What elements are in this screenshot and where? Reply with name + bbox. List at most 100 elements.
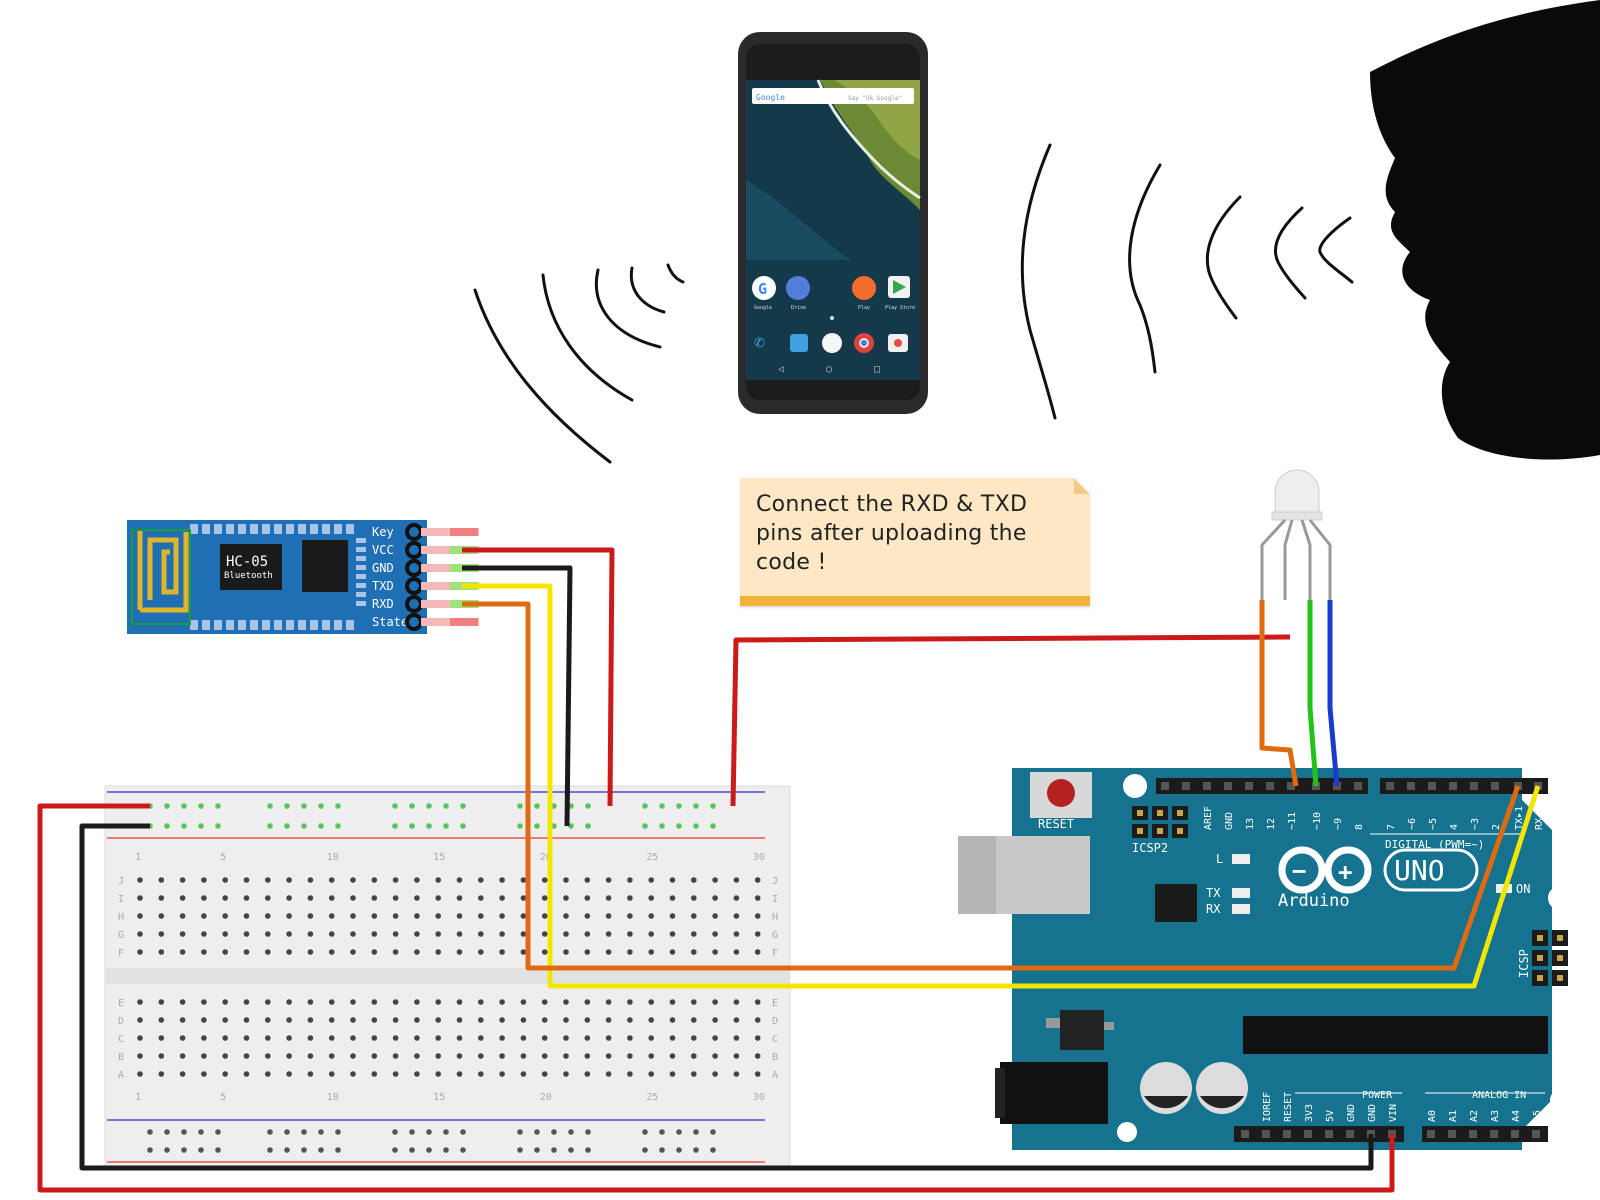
- breadboard-hole: [520, 1053, 527, 1059]
- bluetooth-signal-waves: [473, 263, 685, 464]
- header-pin[interactable]: [1448, 1130, 1456, 1138]
- hc05-pad: [356, 556, 366, 561]
- header-pin[interactable]: [1325, 1130, 1333, 1138]
- breadboard-hole: [265, 999, 271, 1005]
- breadboard-hole: [478, 1071, 484, 1077]
- rail-hole: [301, 823, 307, 829]
- hc05-pad: [214, 524, 222, 534]
- reset-label: RESET: [1038, 817, 1074, 831]
- header-pin[interactable]: [1287, 782, 1295, 790]
- breadboard-row-label: H: [772, 912, 778, 923]
- digital-pin-label: GND: [1224, 812, 1235, 830]
- header-pin[interactable]: [1245, 782, 1253, 790]
- breadboard-hole: [286, 877, 292, 883]
- messages-app-icon[interactable]: [790, 334, 808, 352]
- breadboard-hole: [414, 1071, 420, 1077]
- drive-app-icon[interactable]: [786, 276, 810, 300]
- header-pin[interactable]: [1283, 1130, 1291, 1138]
- breadboard-hole: [691, 931, 697, 937]
- hc05-pad: [356, 565, 366, 570]
- breadboard-hole: [627, 895, 633, 901]
- app-drawer-icon[interactable]: [822, 333, 842, 353]
- header-pin[interactable]: [1532, 1130, 1540, 1138]
- play-app-icon[interactable]: [852, 276, 876, 300]
- power-pin-label: GND: [1346, 1104, 1357, 1122]
- breadboard-hole: [712, 999, 718, 1005]
- breadboard-hole: [563, 949, 569, 955]
- phone-dial-icon[interactable]: ✆: [754, 332, 765, 353]
- breadboard-hole: [350, 1035, 356, 1041]
- header-pin[interactable]: [1161, 782, 1169, 790]
- google-app-icon[interactable]: [752, 276, 776, 300]
- header-pin[interactable]: [1182, 782, 1190, 790]
- breadboard-hole: [563, 1035, 569, 1041]
- header-pin[interactable]: [1491, 782, 1499, 790]
- header-pin[interactable]: [1470, 782, 1478, 790]
- rail-hole: [181, 1129, 187, 1135]
- breadboard-hole: [307, 999, 314, 1005]
- breadboard-hole: [478, 949, 484, 955]
- breadboard-hole: [392, 1053, 399, 1059]
- digital-pin-label: ~6: [1407, 818, 1418, 830]
- header-pin[interactable]: [1262, 1130, 1270, 1138]
- nav-recents-icon[interactable]: □: [874, 364, 880, 375]
- breadboard-hole: [265, 1053, 271, 1059]
- hc05-pad: [238, 524, 246, 534]
- breadboard-hole: [605, 999, 612, 1005]
- breadboard-hole: [691, 1053, 697, 1059]
- header-pin[interactable]: [1428, 782, 1436, 790]
- header-pin[interactable]: [1224, 782, 1232, 790]
- breadboard-hole: [328, 999, 335, 1005]
- header-pin[interactable]: [1407, 782, 1415, 790]
- breadboard-hole: [137, 913, 143, 919]
- breadboard-hole: [754, 877, 761, 883]
- header-pin[interactable]: [1346, 1130, 1354, 1138]
- breadboard-hole: [350, 1017, 356, 1023]
- header-pin[interactable]: [1469, 1130, 1477, 1138]
- header-pin[interactable]: [1203, 782, 1211, 790]
- header-pin[interactable]: [1490, 1130, 1498, 1138]
- breadboard-hole: [478, 1017, 484, 1023]
- rail-hole: [568, 1147, 574, 1153]
- wire-hc05-txd: [462, 583, 1541, 989]
- header-pin[interactable]: [1304, 1130, 1312, 1138]
- breadboard-hole: [158, 949, 165, 955]
- breadboard-hole: [584, 931, 591, 937]
- breadboard-hole: [350, 931, 356, 937]
- icsp-pin-metal: [1537, 975, 1543, 981]
- header-pin[interactable]: [1241, 1130, 1249, 1138]
- breadboard-hole: [243, 999, 250, 1005]
- reset-button[interactable]: [1047, 779, 1075, 807]
- rail-hole: [659, 803, 665, 809]
- breadboard-hole: [350, 949, 356, 955]
- header-pin[interactable]: [1386, 782, 1394, 790]
- nav-home-icon[interactable]: ○: [826, 364, 832, 375]
- breadboard-hole: [712, 1053, 718, 1059]
- breadboard-hole: [478, 999, 484, 1005]
- nav-back-icon[interactable]: ◁: [778, 364, 784, 375]
- breadboard-hole: [499, 999, 505, 1005]
- breadboard-hole: [328, 931, 335, 937]
- hc05-pad: [190, 524, 198, 534]
- header-pin[interactable]: [1427, 1130, 1435, 1138]
- header-pin[interactable]: [1266, 782, 1274, 790]
- breadboard-hole: [414, 931, 420, 937]
- arduino-brand: Arduino: [1278, 891, 1350, 911]
- board-led: [1232, 888, 1250, 898]
- header-pin[interactable]: [1449, 782, 1457, 790]
- header-pin[interactable]: [1354, 782, 1362, 790]
- rail-hole: [301, 1147, 307, 1153]
- breadboard-row-label: C: [772, 1034, 778, 1045]
- rgb-led: [1260, 469, 1332, 600]
- sticky-note: Connect the RXD & TXD pins after uploadi…: [740, 478, 1090, 606]
- breadboard-hole: [691, 1071, 697, 1077]
- breadboard-hole: [520, 1017, 527, 1023]
- breadboard-hole: [648, 1071, 654, 1077]
- breadboard-hole: [456, 913, 463, 919]
- header-pin[interactable]: [1511, 1130, 1519, 1138]
- breadboard-hole: [627, 1071, 633, 1077]
- rail-hole: [534, 1147, 540, 1153]
- digital-pin-label: ~11: [1287, 812, 1298, 830]
- breadboard-hole: [307, 1053, 314, 1059]
